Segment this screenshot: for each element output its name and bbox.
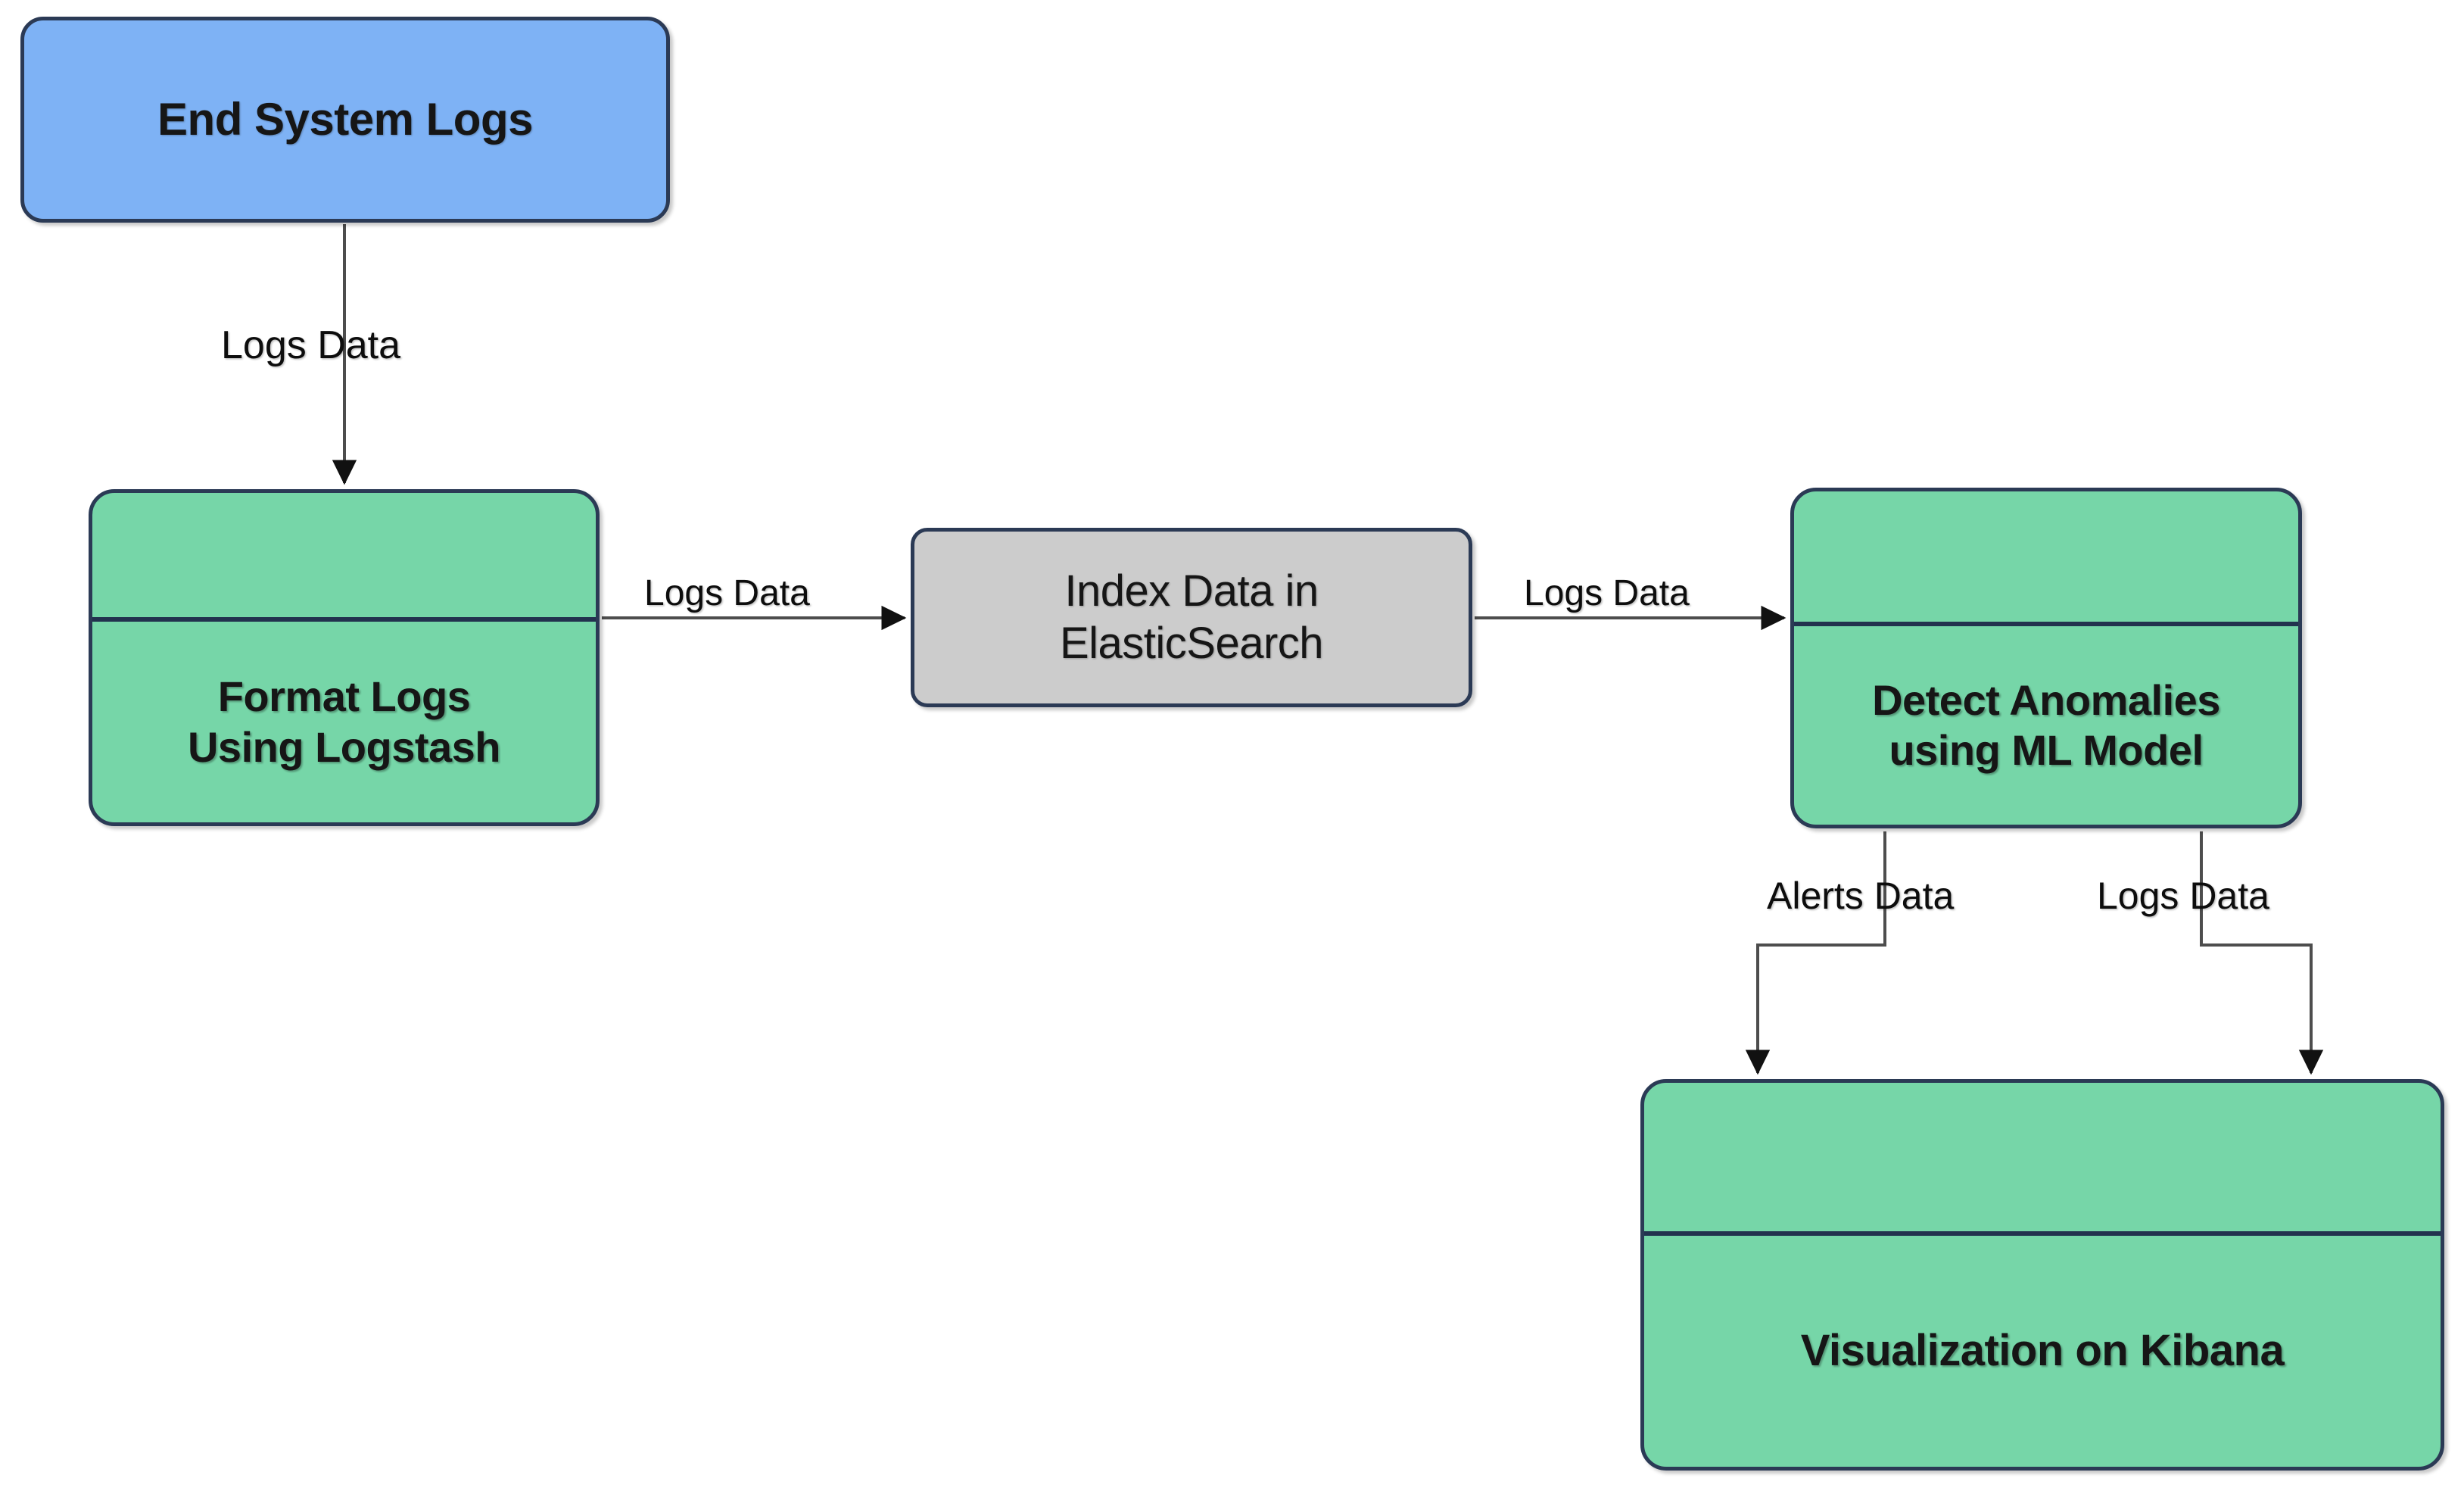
- node-format-logs-body: Format Logs Using Logstash: [92, 622, 596, 822]
- edge-label-detect-to-kibana-logs: Logs Data: [2097, 875, 2269, 917]
- node-format-logs-divider: [92, 617, 596, 622]
- node-visualization-kibana-divider: [1644, 1231, 2441, 1236]
- node-detect-anomalies-header: [1794, 491, 2298, 622]
- edge-detect-to-kibana-alerts: [1745, 831, 1886, 1075]
- node-end-system-logs-label: End System Logs: [157, 93, 533, 145]
- node-visualization-kibana-header: [1644, 1083, 2441, 1231]
- edge-label-index-to-detect: Logs Data: [1524, 573, 1690, 613]
- edge-label-detect-to-kibana-alerts: Alerts Data: [1767, 875, 1955, 917]
- edge-label-format-to-index: Logs Data: [644, 573, 810, 613]
- node-format-logs-label: Format Logs Using Logstash: [187, 672, 501, 771]
- node-format-logs[interactable]: Format Logs Using Logstash: [89, 489, 600, 826]
- node-detect-anomalies-body: Detect Anomalies using ML Model: [1794, 626, 2298, 825]
- edge-label-end-system-to-format: Logs Data: [221, 323, 401, 367]
- node-detect-anomalies[interactable]: Detect Anomalies using ML Model: [1790, 488, 2302, 828]
- node-index-elasticsearch-label: Index Data in ElasticSearch: [1059, 566, 1324, 668]
- node-format-logs-header: [92, 493, 596, 617]
- node-detect-anomalies-label: Detect Anomalies using ML Model: [1872, 675, 2220, 774]
- node-detect-anomalies-divider: [1794, 622, 2298, 626]
- node-end-system-logs[interactable]: End System Logs: [20, 17, 670, 223]
- node-index-elasticsearch[interactable]: Index Data in ElasticSearch: [911, 528, 1472, 707]
- node-visualization-kibana-body: Visualization on Kibana: [1644, 1236, 2441, 1467]
- node-visualization-kibana[interactable]: Visualization on Kibana: [1640, 1079, 2444, 1471]
- node-visualization-kibana-label: Visualization on Kibana: [1800, 1326, 2285, 1376]
- edge-detect-to-kibana-logs: [2200, 831, 2324, 1075]
